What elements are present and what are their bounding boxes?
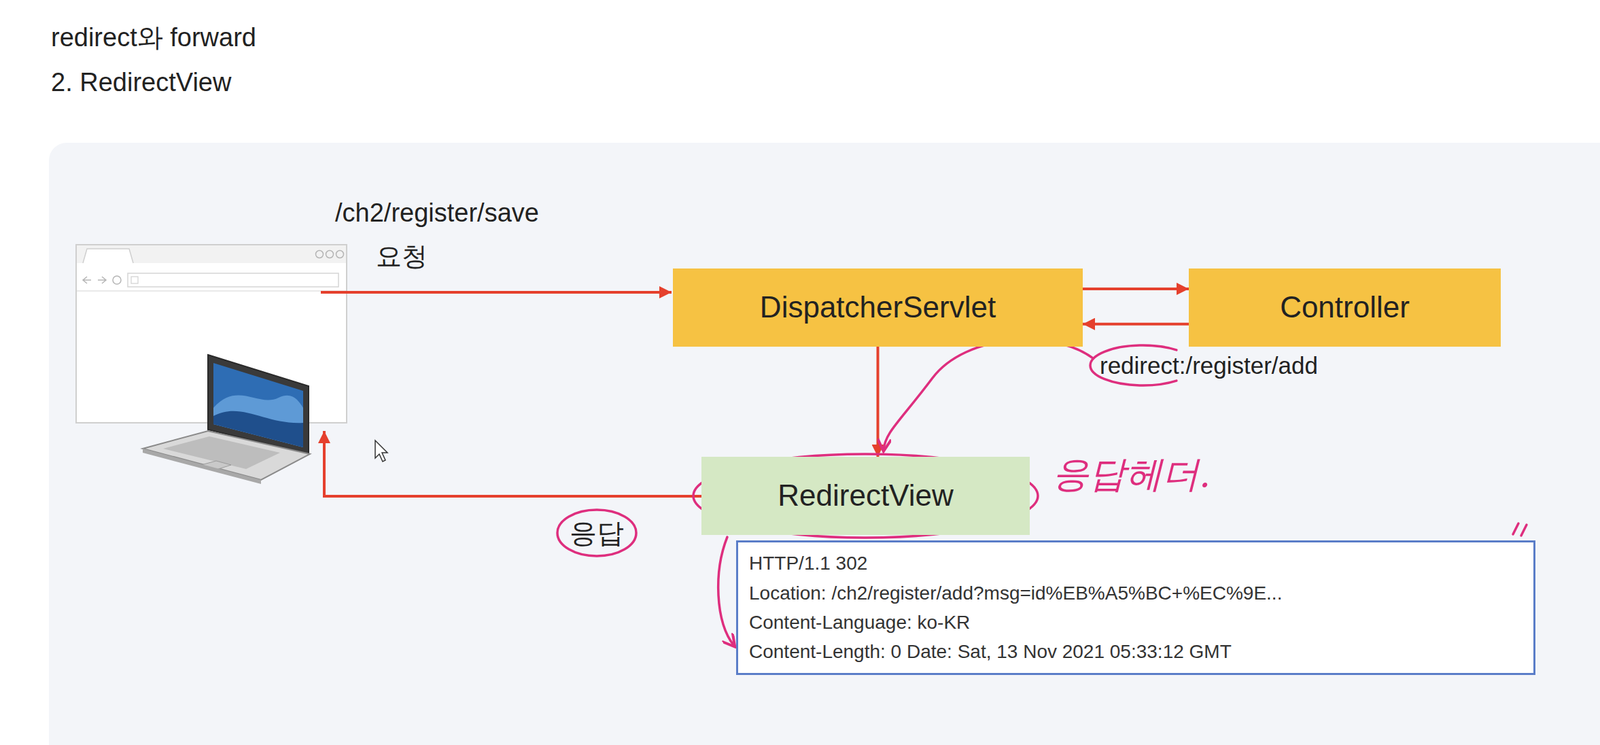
servlet-box: DispatcherServlet <box>672 268 1083 347</box>
response-label: 응답 <box>569 514 624 552</box>
reload-icon <box>112 275 121 285</box>
title: redirect와 forward <box>50 20 257 56</box>
pen-arrow <box>883 339 1094 450</box>
header-line: HTTP/1.1 302 <box>749 548 868 578</box>
header-line: Location: /ch2/register/add?msg=id%EB%A5… <box>749 578 1282 608</box>
page-icon <box>131 276 138 284</box>
toolbar-line <box>76 290 346 292</box>
section-heading: 2. RedirectView <box>50 67 232 98</box>
address-bar <box>127 273 339 287</box>
window-button <box>326 250 334 259</box>
request-label: 요청 <box>375 239 428 274</box>
window-button <box>316 250 324 259</box>
pen-ellipse <box>693 454 1038 538</box>
handwritten-note: 응답헤더. <box>1052 449 1211 500</box>
flow-arrow <box>1082 322 1189 326</box>
window-button <box>336 250 344 259</box>
box-label: Controller <box>1279 289 1410 326</box>
controller-box: Controller <box>1188 268 1501 347</box>
response-arrow <box>324 430 702 497</box>
pen-ellipse <box>557 509 637 556</box>
header-line: Content-Length: 0 Date: Sat, 13 Nov 2021… <box>749 636 1232 667</box>
pen-bracket <box>718 536 735 646</box>
browser-tab <box>82 248 134 264</box>
laptop-keyboard <box>163 436 281 469</box>
request-url: /ch2/register/save <box>335 198 539 228</box>
laptop-illustration <box>142 354 310 484</box>
return-value: redirect:/register/add <box>1099 352 1318 380</box>
box-label: RedirectView <box>777 477 953 514</box>
mouse-cursor <box>375 440 388 462</box>
panel <box>48 142 1600 745</box>
browser-titlebar <box>76 245 346 264</box>
laptop-edge <box>142 448 262 484</box>
http-response-box: HTTP/1.1 302Location: /ch2/register/add?… <box>736 540 1536 675</box>
box-label: DispatcherServlet <box>759 289 996 326</box>
view-box: RedirectView <box>701 456 1030 535</box>
nav-arrows <box>82 276 107 284</box>
pen-quote-mark <box>1512 523 1527 536</box>
flow-arrow <box>1082 287 1189 291</box>
header-line: Content-Language: ko-KR <box>749 607 970 637</box>
request-arrow <box>320 290 672 294</box>
flow-arrow <box>876 346 880 457</box>
